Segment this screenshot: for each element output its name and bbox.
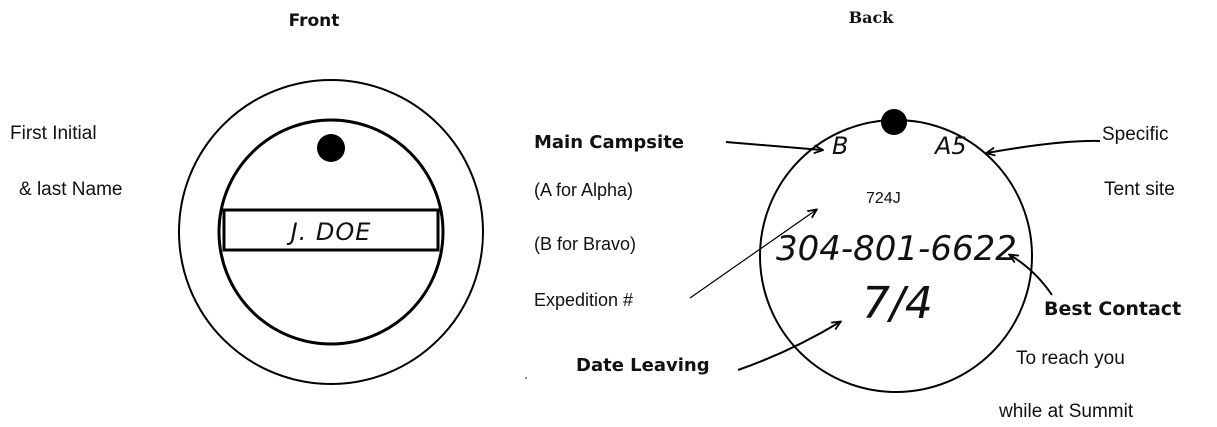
- best-contact-arrow: [1010, 255, 1053, 296]
- front-tag-outer-ring: [178, 79, 484, 385]
- back-tag-hole: [881, 109, 907, 135]
- reach-you-line1: To reach you: [1016, 348, 1125, 369]
- main-campsite-arrow: [725, 141, 822, 150]
- reach-you-line2: while at Summit: [998, 401, 1134, 422]
- speck: [525, 377, 527, 379]
- expedition-label: Expedition #: [534, 290, 633, 310]
- front-label-first-initial: First Initial: [10, 123, 97, 144]
- front-tag-hole: [317, 134, 345, 162]
- alpha-note: (A for Alpha): [534, 180, 633, 200]
- back-tag-expedition-number: 724J: [866, 190, 901, 207]
- bravo-note: (B for Bravo): [534, 234, 636, 254]
- date-leaving-arrow: [737, 322, 840, 371]
- back-heading: Back: [849, 8, 895, 27]
- front-tag: J. DOE: [178, 79, 484, 385]
- best-contact-label: Best Contact: [1044, 298, 1181, 320]
- specific-arrow: [987, 139, 1101, 153]
- expedition-arrow: [689, 210, 816, 299]
- date-leaving-label: Date Leaving: [576, 355, 710, 376]
- front-label-last-name: & last Name: [19, 179, 122, 200]
- front-name-band: [222, 208, 440, 252]
- back-tag-date: 7/4: [862, 278, 933, 329]
- back-tag: B A5 724J 304-801-6622 7/4: [759, 109, 1033, 393]
- main-campsite-label: Main Campsite: [534, 132, 684, 153]
- front-tag-inner-ring: [217, 118, 445, 346]
- back-tag-campsite-letter: B: [832, 132, 848, 160]
- front-heading: Front: [289, 11, 340, 31]
- back-tag-phone-number: 304-801-6622: [776, 229, 1017, 269]
- back-tag-tent-site-code: A5: [933, 132, 967, 160]
- tent-site-label: Tent site: [1104, 179, 1175, 200]
- front-tag-name: J. DOE: [287, 218, 372, 246]
- specific-label: Specific: [1102, 124, 1169, 145]
